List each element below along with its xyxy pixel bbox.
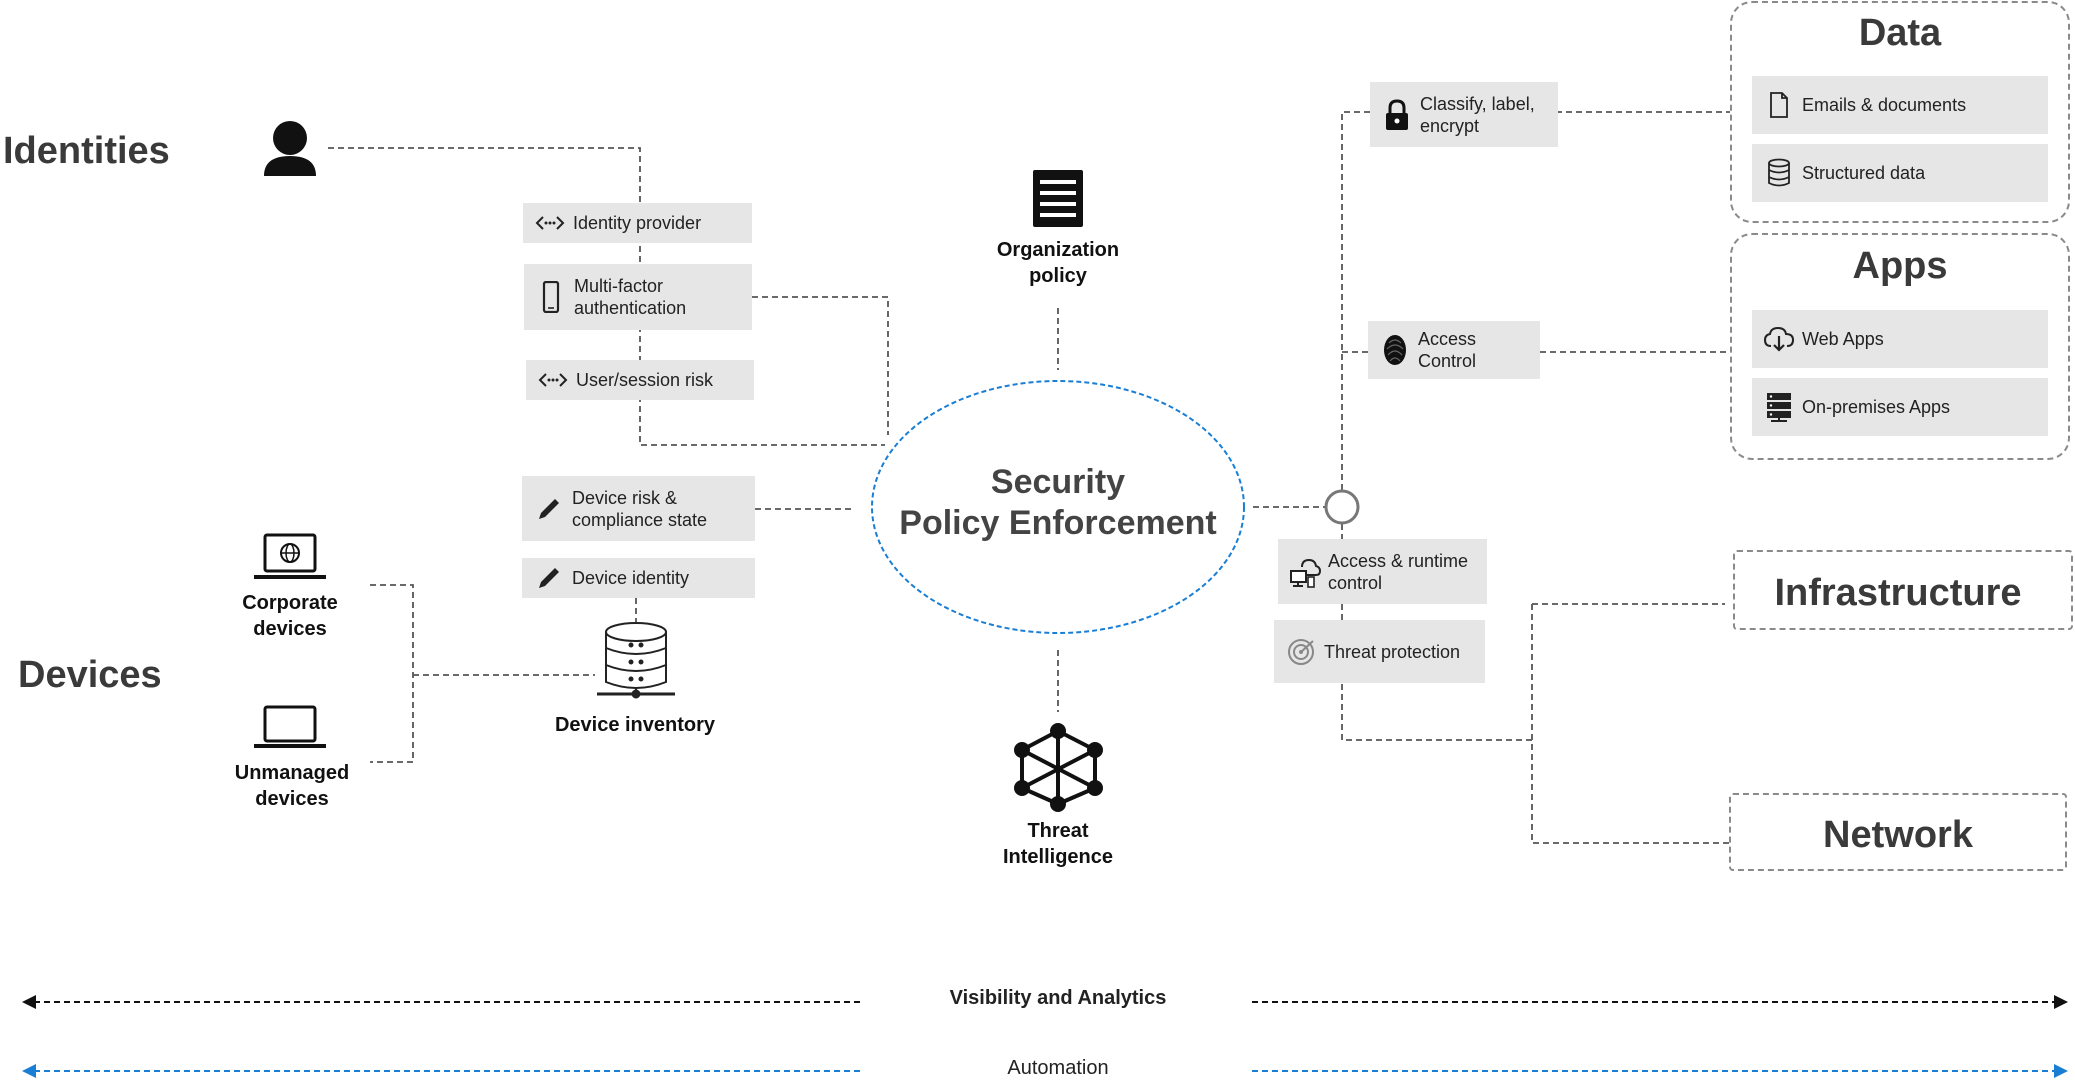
access-runtime-box: Access & runtime control	[1278, 539, 1487, 604]
device-identity-box: Device identity	[522, 558, 755, 598]
connector-lines	[328, 111, 1730, 844]
organization-policy-label: Organization policy	[996, 239, 1120, 287]
threat-protection-box: Threat protection	[1274, 620, 1485, 683]
code-arrows-icon	[536, 363, 570, 397]
device-risk-box: Device risk & compliance state	[522, 476, 755, 541]
identity-provider-label: Identity provider	[573, 213, 702, 233]
access-runtime-label: Access & runtime control	[1328, 550, 1469, 593]
cloud-devices-icon	[1288, 555, 1322, 589]
device-inventory-label: Device inventory	[554, 714, 716, 736]
enforcement-ellipse	[871, 380, 1245, 634]
infrastructure-group	[1733, 550, 2073, 630]
mfa-label: Multi-factor authentication	[574, 276, 687, 318]
server-icon	[1762, 390, 1796, 424]
device-risk-label: Device risk & compliance state	[572, 487, 708, 530]
structured-data-box: Structured data	[1752, 144, 2048, 202]
pencil-icon	[532, 492, 566, 526]
pencil-icon	[532, 561, 566, 595]
database-icon	[1762, 156, 1796, 190]
automation-label: Automation	[1007, 1057, 1109, 1079]
user-session-risk-label: User/session risk	[576, 370, 714, 390]
code-arrows-icon	[533, 206, 567, 240]
on-premises-apps-label: On-premises Apps	[1802, 397, 1951, 417]
structured-data-label: Structured data	[1802, 163, 1926, 183]
hub-circle	[1324, 489, 1360, 525]
unmanaged-devices-label: Unmanaged devices	[234, 762, 350, 810]
document-icon	[1762, 88, 1796, 122]
automation-arrow-right-head	[2054, 1064, 2068, 1078]
data-title: Data	[1858, 12, 1942, 54]
smartphone-icon	[534, 280, 568, 314]
lock-icon	[1380, 98, 1414, 132]
classify-label: Classify, label, encrypt	[1420, 93, 1535, 136]
corporate-devices-label: Corporate devices	[242, 592, 338, 640]
user-session-risk-box: User/session risk	[526, 360, 754, 400]
device-identity-label: Device identity	[572, 568, 690, 588]
device-inventory-icon	[597, 622, 675, 699]
unmanaged-laptop-icon	[254, 705, 326, 748]
emails-documents-label: Emails & documents	[1802, 95, 1967, 115]
identities-label: Identities	[3, 130, 170, 172]
access-control-box: Access Control	[1368, 321, 1540, 379]
network-graph-icon	[1014, 723, 1103, 812]
mfa-box: Multi-factor authentication	[524, 264, 752, 330]
web-apps-label: Web Apps	[1802, 329, 1884, 349]
infrastructure-title: Infrastructure	[1774, 572, 2022, 614]
automation-arrow-left-head	[22, 1064, 36, 1078]
access-control-label: Access Control	[1418, 329, 1477, 371]
threat-intelligence-label: Threat Intelligence	[1002, 820, 1114, 868]
on-premises-apps-box: On-premises Apps	[1752, 378, 2048, 436]
data-group	[1730, 1, 2070, 223]
visibility-arrow-left-head	[22, 995, 36, 1009]
apps-title: Apps	[1852, 245, 1948, 287]
visibility-analytics-label: Visibility and Analytics	[949, 987, 1167, 1009]
corporate-laptop-icon	[254, 533, 326, 579]
threat-protection-label: Threat protection	[1324, 641, 1461, 662]
apps-group	[1730, 233, 2070, 460]
cloud-download-icon	[1762, 322, 1796, 356]
identity-provider-box: Identity provider	[523, 203, 752, 243]
person-icon	[264, 121, 316, 176]
network-title: Network	[1823, 814, 1973, 856]
security-policy-enforcement-label: Security Policy Enforcement	[899, 463, 1217, 542]
web-apps-box: Web Apps	[1752, 310, 2048, 368]
fingerprint-icon	[1378, 333, 1412, 367]
visibility-arrow-right-head	[2054, 995, 2068, 1009]
emails-documents-box: Emails & documents	[1752, 76, 2048, 134]
network-group	[1729, 793, 2067, 871]
radar-icon	[1284, 635, 1318, 669]
devices-label: Devices	[18, 654, 162, 696]
document-list-icon	[1033, 170, 1083, 227]
classify-box: Classify, label, encrypt	[1370, 82, 1558, 147]
